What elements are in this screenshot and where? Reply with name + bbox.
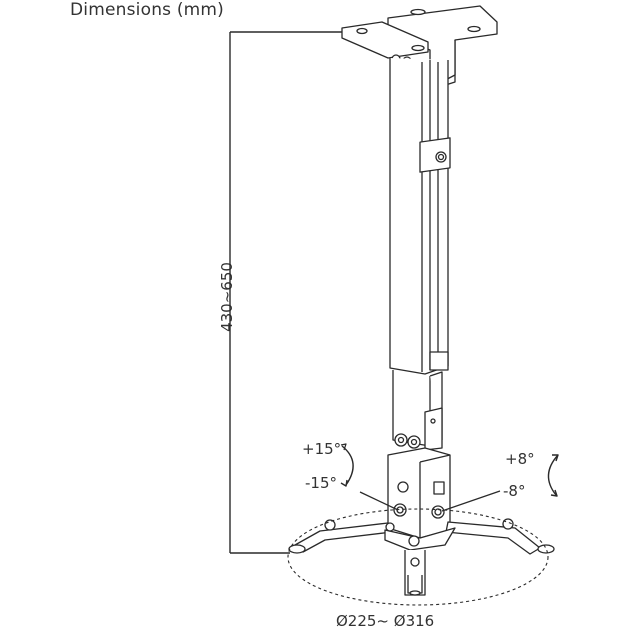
ceiling-bracket xyxy=(341,5,498,91)
tilt-up-angle-label: +15° xyxy=(302,440,342,458)
outer-tube xyxy=(389,58,451,375)
height-dimension-line xyxy=(229,31,388,554)
tilt-head xyxy=(387,447,451,539)
swivel-minus-angle-label: -8° xyxy=(503,482,526,500)
tilt-leader-line xyxy=(359,491,399,511)
swivel-plus-angle-label: +8° xyxy=(505,450,535,468)
inner-tube xyxy=(392,370,443,451)
swivel-rotation-arrow-icon xyxy=(547,454,559,497)
tilt-rotation-arrow-icon xyxy=(340,443,354,487)
tilt-down-angle-label: -15° xyxy=(305,474,337,492)
diameter-dimension-label: Ø225~ Ø316 xyxy=(336,612,435,630)
spider-arms xyxy=(288,518,555,596)
diameter-ellipse xyxy=(287,508,549,606)
swivel-leader-line xyxy=(441,490,501,512)
diagram-title: Dimensions (mm) xyxy=(70,0,225,20)
